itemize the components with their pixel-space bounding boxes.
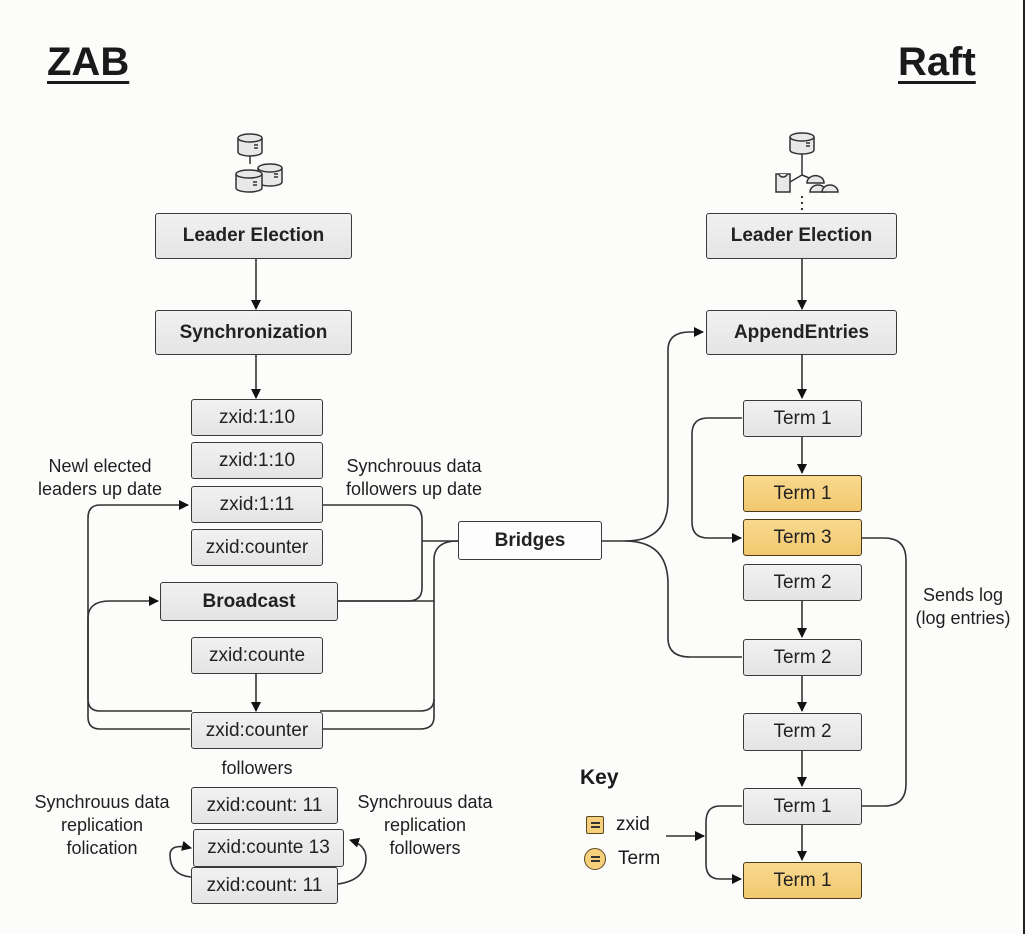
raft-term-entry[interactable]: Term 2 bbox=[743, 713, 862, 751]
sync-followers-annotation: Synchrouus data followers up date bbox=[334, 455, 494, 501]
annotation-line: replication bbox=[383, 815, 467, 835]
zab-counte-box[interactable]: zxid:counte bbox=[191, 637, 323, 674]
path-bridges-to-append bbox=[602, 327, 704, 542]
raft-term-entry-highlighted[interactable]: Term 1 bbox=[743, 862, 862, 899]
follower-log-entry[interactable]: zxid:count: 11 bbox=[191, 787, 338, 824]
raft-term-entry[interactable]: Term 2 bbox=[743, 564, 862, 601]
annotation-line: followers up date bbox=[345, 479, 483, 499]
database-cluster-icon bbox=[235, 133, 283, 193]
raft-term-entry-highlighted[interactable]: Term 1 bbox=[743, 475, 862, 512]
annotation-line: leaders up date bbox=[37, 479, 163, 499]
key-item-zxid: zxid bbox=[586, 814, 650, 836]
raft-term-entry-highlighted[interactable]: Term 3 bbox=[743, 519, 862, 556]
key-item-label: zxid bbox=[616, 814, 650, 835]
zab-log-entry[interactable]: zxid:1:10 bbox=[191, 399, 323, 436]
annotation-line: (log entries) bbox=[915, 608, 1011, 628]
zxid-square-icon bbox=[586, 816, 604, 834]
frame-edge bbox=[1023, 0, 1025, 934]
annotation-line: Synchrouus data bbox=[357, 792, 493, 812]
raft-title: Raft bbox=[898, 40, 976, 84]
loop-term1-to-term3 bbox=[691, 417, 742, 543]
zab-log-entry[interactable]: zxid:counter bbox=[191, 529, 323, 566]
loop-sends-log bbox=[862, 537, 907, 807]
path-bridges-to-term2 bbox=[624, 540, 742, 658]
replication-left-annotation: Synchrouus data replication folication bbox=[27, 791, 177, 860]
zab-broadcast-box[interactable]: Broadcast bbox=[160, 582, 338, 621]
annotation-line: Newl elected bbox=[48, 456, 152, 476]
annotation-line: Synchrouus data bbox=[34, 792, 170, 812]
raft-term-entry[interactable]: Term 1 bbox=[743, 400, 862, 437]
replication-right-annotation: Synchrouus data replication followers bbox=[350, 791, 500, 860]
annotation-line: Sends log bbox=[922, 585, 1004, 605]
zab-log-entry[interactable]: zxid:1:11 bbox=[191, 486, 323, 523]
loop-broadcast bbox=[87, 596, 192, 712]
raft-term-entry[interactable]: Term 1 bbox=[743, 788, 862, 825]
zab-synchronization-box[interactable]: Synchronization bbox=[155, 310, 352, 355]
raft-append-entries-box[interactable]: AppendEntries bbox=[706, 310, 897, 355]
term-circle-icon bbox=[584, 848, 606, 870]
key-title: Key bbox=[580, 766, 619, 789]
raft-leader-election-box[interactable]: Leader Election bbox=[706, 213, 897, 259]
new-leader-annotation: Newl elected leaders up date bbox=[30, 455, 170, 501]
annotation-line: folication bbox=[66, 838, 138, 858]
sends-log-annotation: Sends log (log entries) bbox=[906, 584, 1020, 630]
leader-followers-icon bbox=[775, 132, 839, 214]
zab-title: ZAB bbox=[47, 40, 130, 84]
zab-counter-box[interactable]: zxid:counter bbox=[191, 712, 323, 749]
bridges-box[interactable]: Bridges bbox=[458, 521, 602, 560]
zab-leader-election-box[interactable]: Leader Election bbox=[155, 213, 352, 259]
key-item-term: Term bbox=[584, 848, 661, 870]
annotation-line: followers bbox=[389, 838, 461, 858]
followers-label: followers bbox=[221, 758, 293, 778]
follower-log-entry[interactable]: zxid:count: 11 bbox=[191, 867, 338, 904]
annotation-line: replication bbox=[60, 815, 144, 835]
raft-term-entry[interactable]: Term 2 bbox=[743, 639, 862, 676]
key-item-label: Term bbox=[618, 848, 661, 869]
annotation-line: Synchrouus data bbox=[346, 456, 482, 476]
loop-replication-left bbox=[169, 841, 192, 878]
follower-log-entry[interactable]: zxid:counte 13 bbox=[193, 829, 344, 867]
loop-replication-right bbox=[337, 837, 367, 885]
zab-log-entry[interactable]: zxid:1:10 bbox=[191, 442, 323, 479]
